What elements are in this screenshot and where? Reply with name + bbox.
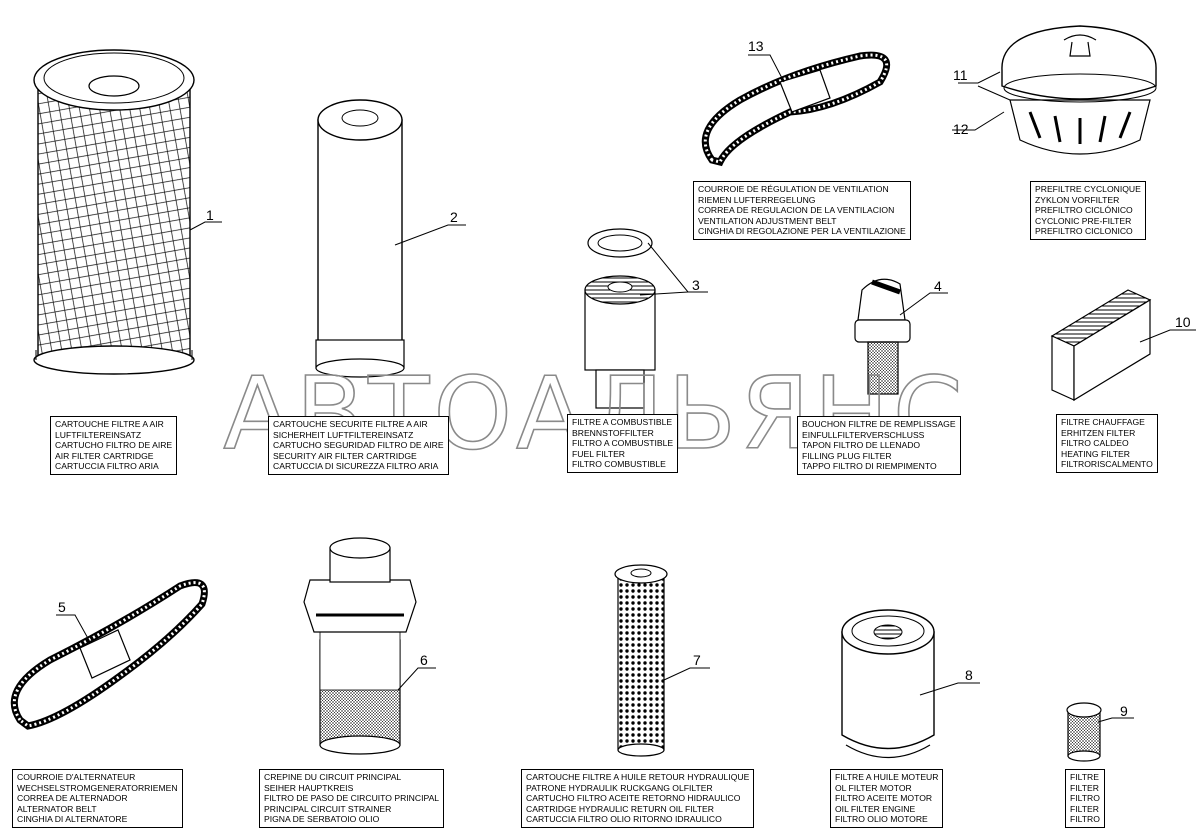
label-line: BOUCHON FILTRE DE REMPLISSAGE <box>802 419 956 429</box>
label-part-6: CREPINE DU CIRCUIT PRINCIPAL SEIHER HAUP… <box>259 769 445 828</box>
label-line: FILTRE A COMBUSTIBLE <box>572 417 673 427</box>
label-part-3: FILTRE A COMBUSTIBLE BRENNSTOFFILTER FIL… <box>567 414 679 473</box>
label-part-9: FILTRE FILTER FILTRO FILTER FILTRO <box>1065 769 1105 828</box>
label-line: FILTRO <box>1070 793 1100 804</box>
part-number-6: 6 <box>420 652 428 668</box>
part-10-heating-filter-drawing <box>1050 289 1152 402</box>
label-line: OIL FILTER ENGINE <box>835 803 916 814</box>
label-line: SECURITY AIR FILTER CARTRIDGE <box>273 450 417 461</box>
label-part-2: CARTOUCHE SECURITE FILTRE A AIR SICHERHE… <box>268 416 449 475</box>
label-line: FILTRORISCALMENTO <box>1061 459 1153 470</box>
label-line: PATRONE HYDRAULIK RUCKGANG OLFILTER <box>526 782 713 793</box>
label-line: CORREA DE REGULACION DE LA VENTILACION <box>698 205 895 216</box>
label-line: CARTRIDGE HYDRAULIC RETURN OIL FILTER <box>526 803 714 814</box>
label-line: ALTERNATOR BELT <box>17 803 97 814</box>
label-line: CARTOUCHE FILTRE A AIR <box>55 419 164 429</box>
label-line: OL FILTER MOTOR <box>835 782 912 793</box>
label-line: ZYKLON VORFILTER <box>1035 194 1120 205</box>
label-line: FILTER <box>1070 782 1099 793</box>
label-line: CARTUCCIA DI SICUREZZA FILTRO ARIA <box>273 461 439 472</box>
part-number-12: 12 <box>953 121 969 137</box>
label-part-4: BOUCHON FILTRE DE REMPLISSAGE EINFULLFIL… <box>797 416 961 475</box>
label-line: HEATING FILTER <box>1061 448 1130 459</box>
label-line: PRINCIPAL CIRCUIT STRAINER <box>264 803 392 814</box>
part-7-hydraulic-filter-drawing <box>614 564 668 757</box>
label-line: PREFILTRO CICLONICO <box>1035 226 1133 237</box>
label-line: PIGNA DE SERBATOIO OLIO <box>264 814 380 825</box>
label-part-1: CARTOUCHE FILTRE A AIR LUFTFILTEREINSATZ… <box>50 416 178 475</box>
label-line: FILTRE <box>1070 772 1099 782</box>
label-line: CREPINE DU CIRCUIT PRINCIPAL <box>264 772 402 782</box>
label-line: PREFILTRE CYCLONIQUE <box>1035 184 1141 194</box>
part-5-alternator-belt-drawing <box>10 579 208 730</box>
part-number-9: 9 <box>1120 703 1128 719</box>
label-line: EINFULLFILTERVERSCHLUSS <box>802 429 925 440</box>
part-number-10: 10 <box>1175 314 1191 330</box>
label-line: SICHERHEIT LUFTFILTEREINSATZ <box>273 429 414 440</box>
label-part-7: CARTOUCHE FILTRE A HUILE RETOUR HYDRAULI… <box>521 769 755 828</box>
label-line: LUFTFILTEREINSATZ <box>55 429 142 440</box>
part-number-3: 3 <box>692 277 700 293</box>
label-line: COURROIE D'ALTERNATEUR <box>17 772 136 782</box>
part-1-air-filter-cartridge-drawing <box>33 49 195 375</box>
label-line: FUEL FILTER <box>572 448 626 459</box>
label-line: BRENNSTOFFILTER <box>572 427 654 438</box>
label-line: TAPON FILTRO DE LLENADO <box>802 440 921 451</box>
label-part-5: COURROIE D'ALTERNATEUR WECHSELSTROMGENER… <box>12 769 183 828</box>
label-line: COURROIE DE RÉGULATION DE VENTILATION <box>698 184 889 194</box>
part-number-13: 13 <box>748 38 764 54</box>
label-line: CINGHIA DI ALTERNATORE <box>17 814 128 825</box>
part-11-cyclonic-prefilter-drawing <box>1001 25 1157 155</box>
label-line: PREFILTRO CICLÓNICO <box>1035 205 1133 216</box>
label-line: FILTRO ACEITE MOTOR <box>835 793 933 804</box>
label-line: CINGHIA DI REGOLAZIONE PER LA VENTILAZIO… <box>698 226 906 237</box>
part-number-4: 4 <box>934 278 942 294</box>
label-line: FILTRO DE PASO DE CIRCUITO PRINCIPAL <box>264 793 440 804</box>
label-line: CORREA DE ALTERNADOR <box>17 793 128 804</box>
label-line: VENTILATION ADJUSTMENT BELT <box>698 215 837 226</box>
part-number-8: 8 <box>965 667 973 683</box>
part-3-fuel-filter-drawing <box>584 228 656 409</box>
label-part-10: FILTRE CHAUFFAGE ERHITZEN FILTER FILTRO … <box>1056 414 1158 473</box>
part-6-strainer-drawing <box>303 537 417 755</box>
label-line: FILTER <box>1070 803 1099 814</box>
label-line: FILTRE CHAUFFAGE <box>1061 417 1145 427</box>
part-number-1: 1 <box>206 207 214 223</box>
label-line: CARTUCHO FILTRO ACEITE RETORNO HIDRAULIC… <box>526 793 741 804</box>
label-line: FILTRO COMBUSTIBLE <box>572 459 666 470</box>
label-line: ERHITZEN FILTER <box>1061 427 1136 438</box>
label-line: CARTOUCHE SECURITE FILTRE A AIR <box>273 419 428 429</box>
label-line: CARTUCCIA FILTRO ARIA <box>55 461 159 472</box>
label-part-8: FILTRE A HUILE MOTEUR OL FILTER MOTOR FI… <box>830 769 944 828</box>
label-line: CARTOUCHE FILTRE A HUILE RETOUR HYDRAULI… <box>526 772 750 782</box>
label-line: AIR FILTER CARTRIDGE <box>55 450 154 461</box>
label-line: CARTUCHO FILTRO DE AIRE <box>55 440 173 451</box>
part-8-oil-filter-drawing <box>841 609 935 759</box>
label-line: FILLING PLUG FILTER <box>802 450 892 461</box>
label-line: SEIHER HAUPTKREIS <box>264 782 354 793</box>
label-line: RIEMEN LUFTERREGELUNG <box>698 194 816 205</box>
part-2-security-filter-drawing <box>315 99 405 378</box>
label-line: WECHSELSTROMGENERATORRIEMEN <box>17 782 178 793</box>
part-number-7: 7 <box>693 652 701 668</box>
label-line: FILTRO OLIO MOTORE <box>835 814 928 825</box>
label-line: FILTRO <box>1070 814 1100 825</box>
label-line: FILTRO A COMBUSTIBLE <box>572 438 674 449</box>
label-line: FILTRE A HUILE MOTEUR <box>835 772 939 782</box>
leader-lines <box>56 54 1196 723</box>
part-13-ventilation-belt-drawing <box>701 51 891 167</box>
label-line: TAPPO FILTRO DI RIEMPIMENTO <box>802 461 937 472</box>
part-4-filling-plug-drawing <box>854 278 911 395</box>
label-line: CARTUCCIA FILTRO OLIO RITORNO IDRAULICO <box>526 814 722 825</box>
part-9-small-filter-drawing <box>1066 702 1102 762</box>
label-line: CYCLONIC PRE-FILTER <box>1035 215 1132 226</box>
label-part-13: COURROIE DE RÉGULATION DE VENTILATION RI… <box>693 181 911 240</box>
label-line: FILTRO CALDEO <box>1061 438 1129 449</box>
label-line: CARTUCHO SEGURIDAD FILTRO DE AIRE <box>273 440 444 451</box>
label-part-11: PREFILTRE CYCLONIQUE ZYKLON VORFILTER PR… <box>1030 181 1146 240</box>
part-number-5: 5 <box>58 599 66 615</box>
part-number-2: 2 <box>450 209 458 225</box>
part-number-11: 11 <box>953 67 968 83</box>
